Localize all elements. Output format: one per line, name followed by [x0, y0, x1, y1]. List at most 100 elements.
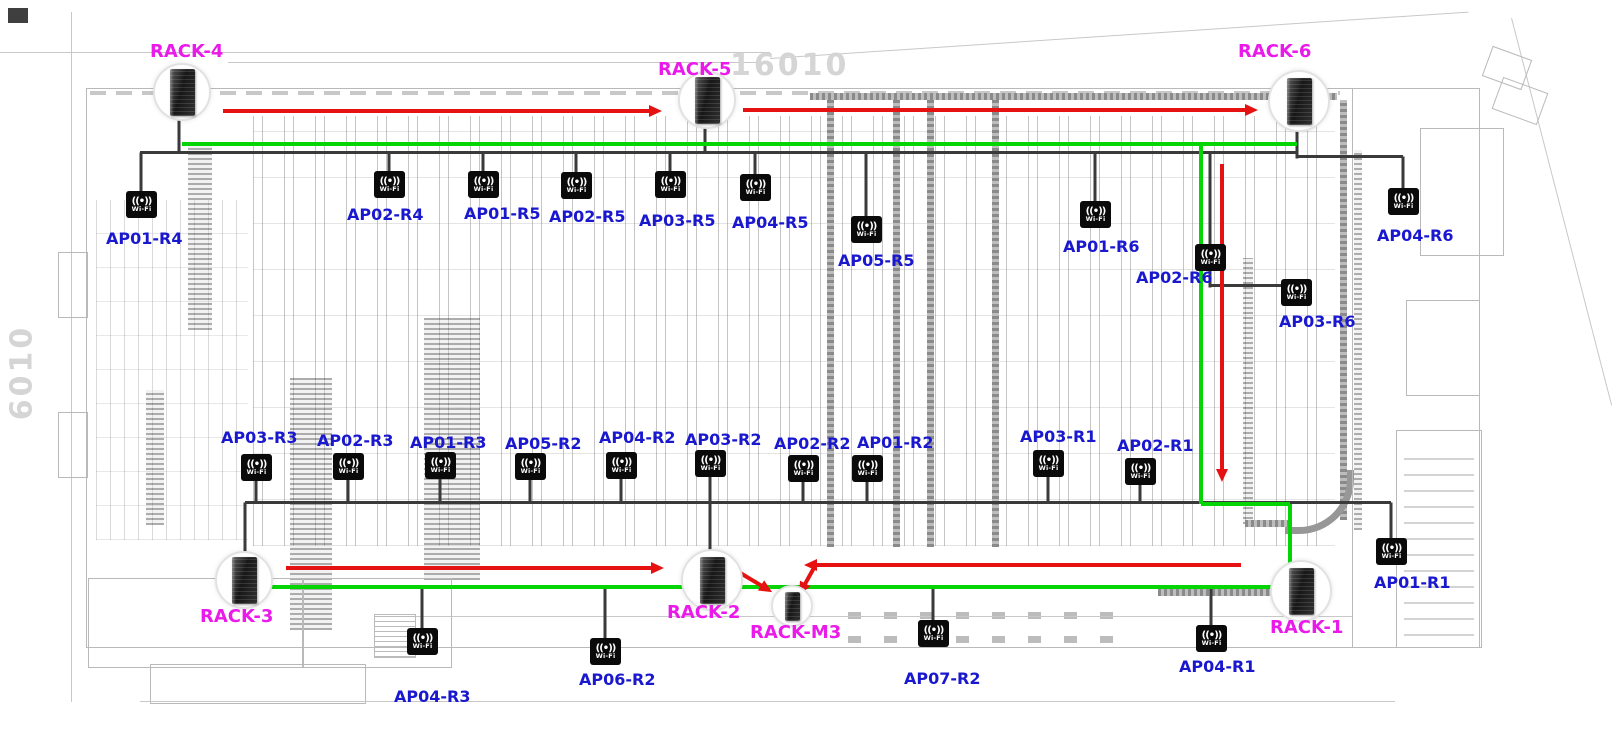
wifi-icon-label: Wi-Fi — [1038, 463, 1059, 472]
link-cable-black — [1389, 502, 1393, 541]
link-cable-black — [243, 502, 247, 553]
rack-label-rack-1: RACK-1 — [1270, 617, 1344, 638]
wifi-icon-label: Wi-Fi — [1201, 638, 1222, 647]
server-rack-icon — [231, 556, 257, 604]
link-cable-black — [801, 479, 805, 502]
wifi-waves-icon: ((•)) — [338, 457, 360, 469]
floorplan-pallet-row — [848, 612, 1136, 619]
floorplan-outbuilding — [1491, 76, 1549, 126]
arrowhead-icon — [1216, 469, 1228, 482]
wifi-ap-icon-ap01-r3: ((•))Wi-Fi — [425, 452, 456, 479]
ap-label-ap03-r6: AP03-R6 — [1279, 312, 1356, 331]
floorplan-width-dimension: 6010 — [4, 324, 40, 421]
wifi-ap-icon-ap03-r5: ((•))Wi-Fi — [655, 171, 686, 198]
ap-label-ap02-r6: AP02-R6 — [1136, 268, 1213, 287]
floorplan-room — [1406, 300, 1480, 396]
link-cable-black — [1093, 152, 1097, 205]
link-fiber-green — [182, 142, 1297, 146]
wifi-waves-icon: ((•)) — [473, 175, 495, 187]
wifi-icon-label: Wi-Fi — [412, 641, 433, 650]
link-cable-black — [603, 587, 607, 642]
wifi-ap-icon-ap04-r5: ((•))Wi-Fi — [740, 174, 771, 201]
wifi-waves-icon: ((•)) — [595, 642, 617, 654]
floorplan-titleblock-mark — [8, 8, 28, 23]
rack-label-rack-3: RACK-3 — [200, 606, 274, 627]
link-cable-black — [1046, 474, 1050, 502]
ap-label-ap06-r2: AP06-R2 — [579, 670, 656, 689]
wifi-icon-label: Wi-Fi — [379, 184, 400, 193]
wifi-icon-label: Wi-Fi — [430, 465, 451, 474]
floorplan-dense-rack-block — [146, 390, 164, 525]
wifi-waves-icon: ((•)) — [793, 459, 815, 471]
wifi-icon-label: Wi-Fi — [1200, 257, 1221, 266]
ap-label-ap01-r3: AP01-R3 — [410, 433, 487, 452]
floorplan-dense-rack-block — [424, 318, 480, 580]
wifi-icon-label: Wi-Fi — [856, 229, 877, 238]
wifi-ap-icon-ap01-r4: ((•))Wi-Fi — [126, 191, 157, 218]
floorplan-conveyor — [927, 100, 934, 547]
wifi-waves-icon: ((•)) — [430, 456, 452, 468]
wifi-waves-icon: ((•)) — [857, 459, 879, 471]
wifi-ap-icon-ap03-r6: ((•))Wi-Fi — [1281, 279, 1312, 306]
link-fiber-green — [1199, 144, 1203, 504]
ap-label-ap02-r5: AP02-R5 — [549, 207, 626, 226]
floorplan-dense-rack-block — [188, 145, 212, 330]
ap-label-ap05-r5: AP05-R5 — [838, 251, 915, 270]
ap-label-ap04-r1: AP04-R1 — [1179, 657, 1256, 676]
link-cable-black — [420, 587, 424, 631]
wifi-ap-icon-ap01-r5: ((•))Wi-Fi — [468, 171, 499, 198]
wifi-icon-label: Wi-Fi — [923, 633, 944, 642]
floorplan-plant-room — [1420, 128, 1504, 256]
link-cable-black — [139, 152, 143, 195]
link-route-red-arrow — [743, 104, 1258, 116]
wifi-waves-icon: ((•)) — [856, 220, 878, 232]
rack-label-rack-2: RACK-2 — [667, 602, 741, 623]
link-cable-black — [245, 500, 1391, 504]
ap-label-ap05-r2: AP05-R2 — [505, 434, 582, 453]
floorplan-grid-line — [71, 12, 72, 702]
wifi-ap-icon-ap01-r2: ((•))Wi-Fi — [852, 455, 883, 482]
wifi-icon-label: Wi-Fi — [745, 187, 766, 196]
floorplan-dense-rack-block — [1354, 150, 1362, 530]
rack-node-rack-6 — [1268, 70, 1330, 132]
server-rack-icon — [694, 76, 720, 124]
wifi-ap-icon-ap04-r1: ((•))Wi-Fi — [1196, 625, 1227, 652]
floorplan-office-desks — [1404, 446, 1474, 636]
wifi-waves-icon: ((•)) — [1381, 542, 1403, 554]
link-fiber-green — [271, 585, 1273, 589]
wifi-icon-label: Wi-Fi — [700, 463, 721, 472]
wifi-icon-label: Wi-Fi — [246, 467, 267, 476]
floorplan-dense-rack-block — [1243, 258, 1253, 524]
wifi-icon-label: Wi-Fi — [566, 185, 587, 194]
ap-label-ap03-r2: AP03-R2 — [685, 430, 762, 449]
wifi-ap-icon-ap04-r6: ((•))Wi-Fi — [1388, 188, 1419, 215]
ap-label-ap04-r5: AP04-R5 — [732, 213, 809, 232]
link-cable-black — [1401, 156, 1405, 192]
link-cable-black — [346, 477, 350, 502]
floorplan-dock-detail — [58, 252, 88, 318]
link-cable-black — [1209, 587, 1213, 629]
floorplan-dock-detail — [58, 412, 88, 478]
rack-label-rack-m3: RACK-M3 — [750, 622, 842, 643]
ap-label-ap01-r6: AP01-R6 — [1063, 237, 1140, 256]
server-rack-icon — [1286, 77, 1312, 125]
wifi-ap-icon-ap02-r4: ((•))Wi-Fi — [374, 171, 405, 198]
wifi-ap-icon-ap03-r2: ((•))Wi-Fi — [695, 450, 726, 477]
floorplan-conveyor — [992, 100, 999, 547]
floorplan-office-block — [88, 578, 304, 668]
link-cable-black — [254, 478, 258, 502]
wifi-waves-icon: ((•)) — [1085, 205, 1107, 217]
wifi-waves-icon: ((•)) — [923, 624, 945, 636]
wifi-waves-icon: ((•)) — [379, 175, 401, 187]
floorplan-inner-wall — [390, 616, 1352, 617]
wifi-waves-icon: ((•)) — [660, 175, 682, 187]
floorplan-conveyor — [893, 100, 900, 547]
rack-node-rack-1 — [1270, 560, 1332, 622]
wifi-waves-icon: ((•)) — [1393, 192, 1415, 204]
floorplan-road-line — [228, 62, 770, 63]
wifi-ap-icon-ap02-r1: ((•))Wi-Fi — [1125, 458, 1156, 485]
wifi-icon-label: Wi-Fi — [660, 184, 681, 193]
floorplan-conveyor — [1245, 520, 1290, 527]
wifi-icon-label: Wi-Fi — [611, 465, 632, 474]
wifi-waves-icon: ((•)) — [1038, 454, 1060, 466]
